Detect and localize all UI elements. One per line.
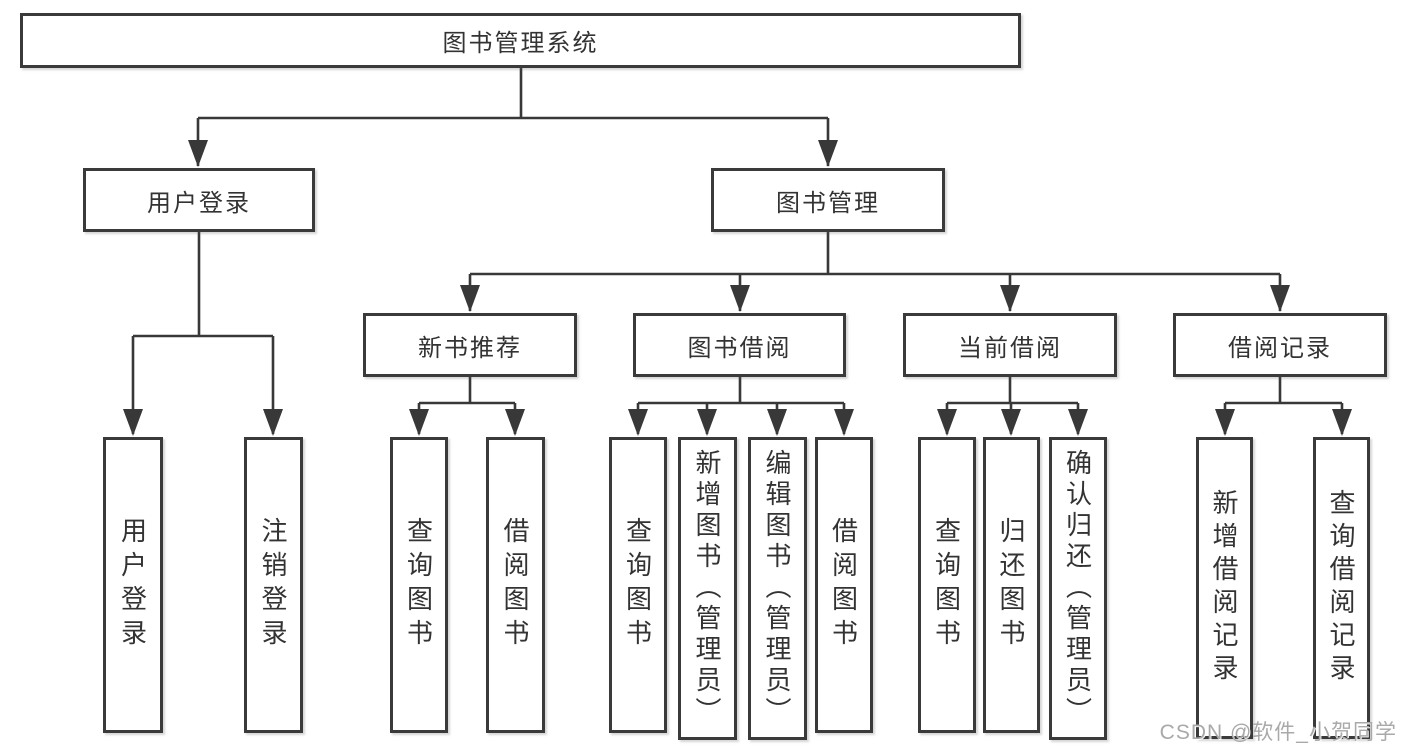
connector-new-book-recommend	[409, 377, 525, 436]
node-book-borrow: 图书借阅	[633, 313, 846, 377]
leaf-user-login: 用户登录	[103, 437, 163, 733]
leaf-borrow-books-1: 借阅图书	[486, 437, 545, 733]
leaf-query-books-1: 查询图书	[390, 437, 448, 733]
leaf-confirm-return-admin: 确认归还（管理员）	[1049, 437, 1107, 740]
leaf-query-books-3-label: 查询图书	[931, 517, 962, 653]
leaf-query-borrow-record-label: 查询借阅记录	[1326, 489, 1356, 687]
leaf-logout-label: 注销登录	[258, 517, 288, 653]
node-current-borrow-label: 当前借阅	[958, 334, 1062, 362]
leaf-query-books-2: 查询图书	[609, 437, 667, 733]
node-new-book-recommend: 新书推荐	[363, 313, 577, 377]
leaf-query-books-2-label: 查询图书	[622, 517, 653, 653]
node-current-borrow: 当前借阅	[903, 313, 1117, 377]
node-book-management-label: 图书管理	[776, 189, 880, 217]
leaf-add-books-admin: 新增图书（管理员）	[678, 437, 737, 740]
leaf-add-borrow-record: 新增借阅记录	[1196, 437, 1253, 739]
connector-book-borrow	[628, 377, 854, 436]
node-user-login-label: 用户登录	[147, 189, 251, 217]
leaf-query-books-1-label: 查询图书	[403, 517, 434, 653]
csdn-watermark: CSDN @软件_小贺同学	[1159, 721, 1397, 744]
connector-root	[188, 67, 838, 167]
leaf-add-books-admin-label: 新增图书（管理员）	[692, 449, 722, 728]
leaf-add-borrow-record-label: 新增借阅记录	[1209, 489, 1239, 687]
connector-user-login	[123, 232, 283, 436]
node-new-book-recommend-label: 新书推荐	[418, 334, 522, 362]
leaf-return-books: 归还图书	[983, 437, 1040, 733]
node-book-management: 图书管理	[711, 168, 945, 232]
connector-current-borrow	[937, 377, 1088, 436]
node-book-borrow-label: 图书借阅	[687, 334, 792, 362]
node-borrow-records: 借阅记录	[1173, 313, 1387, 377]
leaf-logout: 注销登录	[244, 437, 303, 733]
leaf-edit-books-admin-label: 编辑图书（管理员）	[762, 449, 792, 728]
leaf-query-books-3: 查询图书	[918, 437, 976, 733]
leaf-confirm-return-admin-label: 确认归还（管理员）	[1062, 449, 1093, 728]
leaf-borrow-books-1-label: 借阅图书	[500, 517, 530, 653]
node-borrow-records-label: 借阅记录	[1228, 334, 1332, 362]
leaf-edit-books-admin: 编辑图书（管理员）	[748, 437, 807, 740]
leaf-borrow-books-2-label: 借阅图书	[828, 517, 859, 653]
node-root-label: 图书管理系统	[442, 30, 599, 57]
node-root: 图书管理系统	[20, 13, 1021, 68]
leaf-return-books-label: 归还图书	[996, 517, 1026, 653]
leaf-borrow-books-2: 借阅图书	[815, 437, 873, 733]
leaf-user-login-label: 用户登录	[117, 517, 148, 653]
node-user-login: 用户登录	[83, 168, 315, 232]
connector-book-management	[460, 232, 1290, 312]
connector-borrow-records	[1215, 377, 1352, 436]
leaf-query-borrow-record: 查询借阅记录	[1313, 437, 1370, 739]
